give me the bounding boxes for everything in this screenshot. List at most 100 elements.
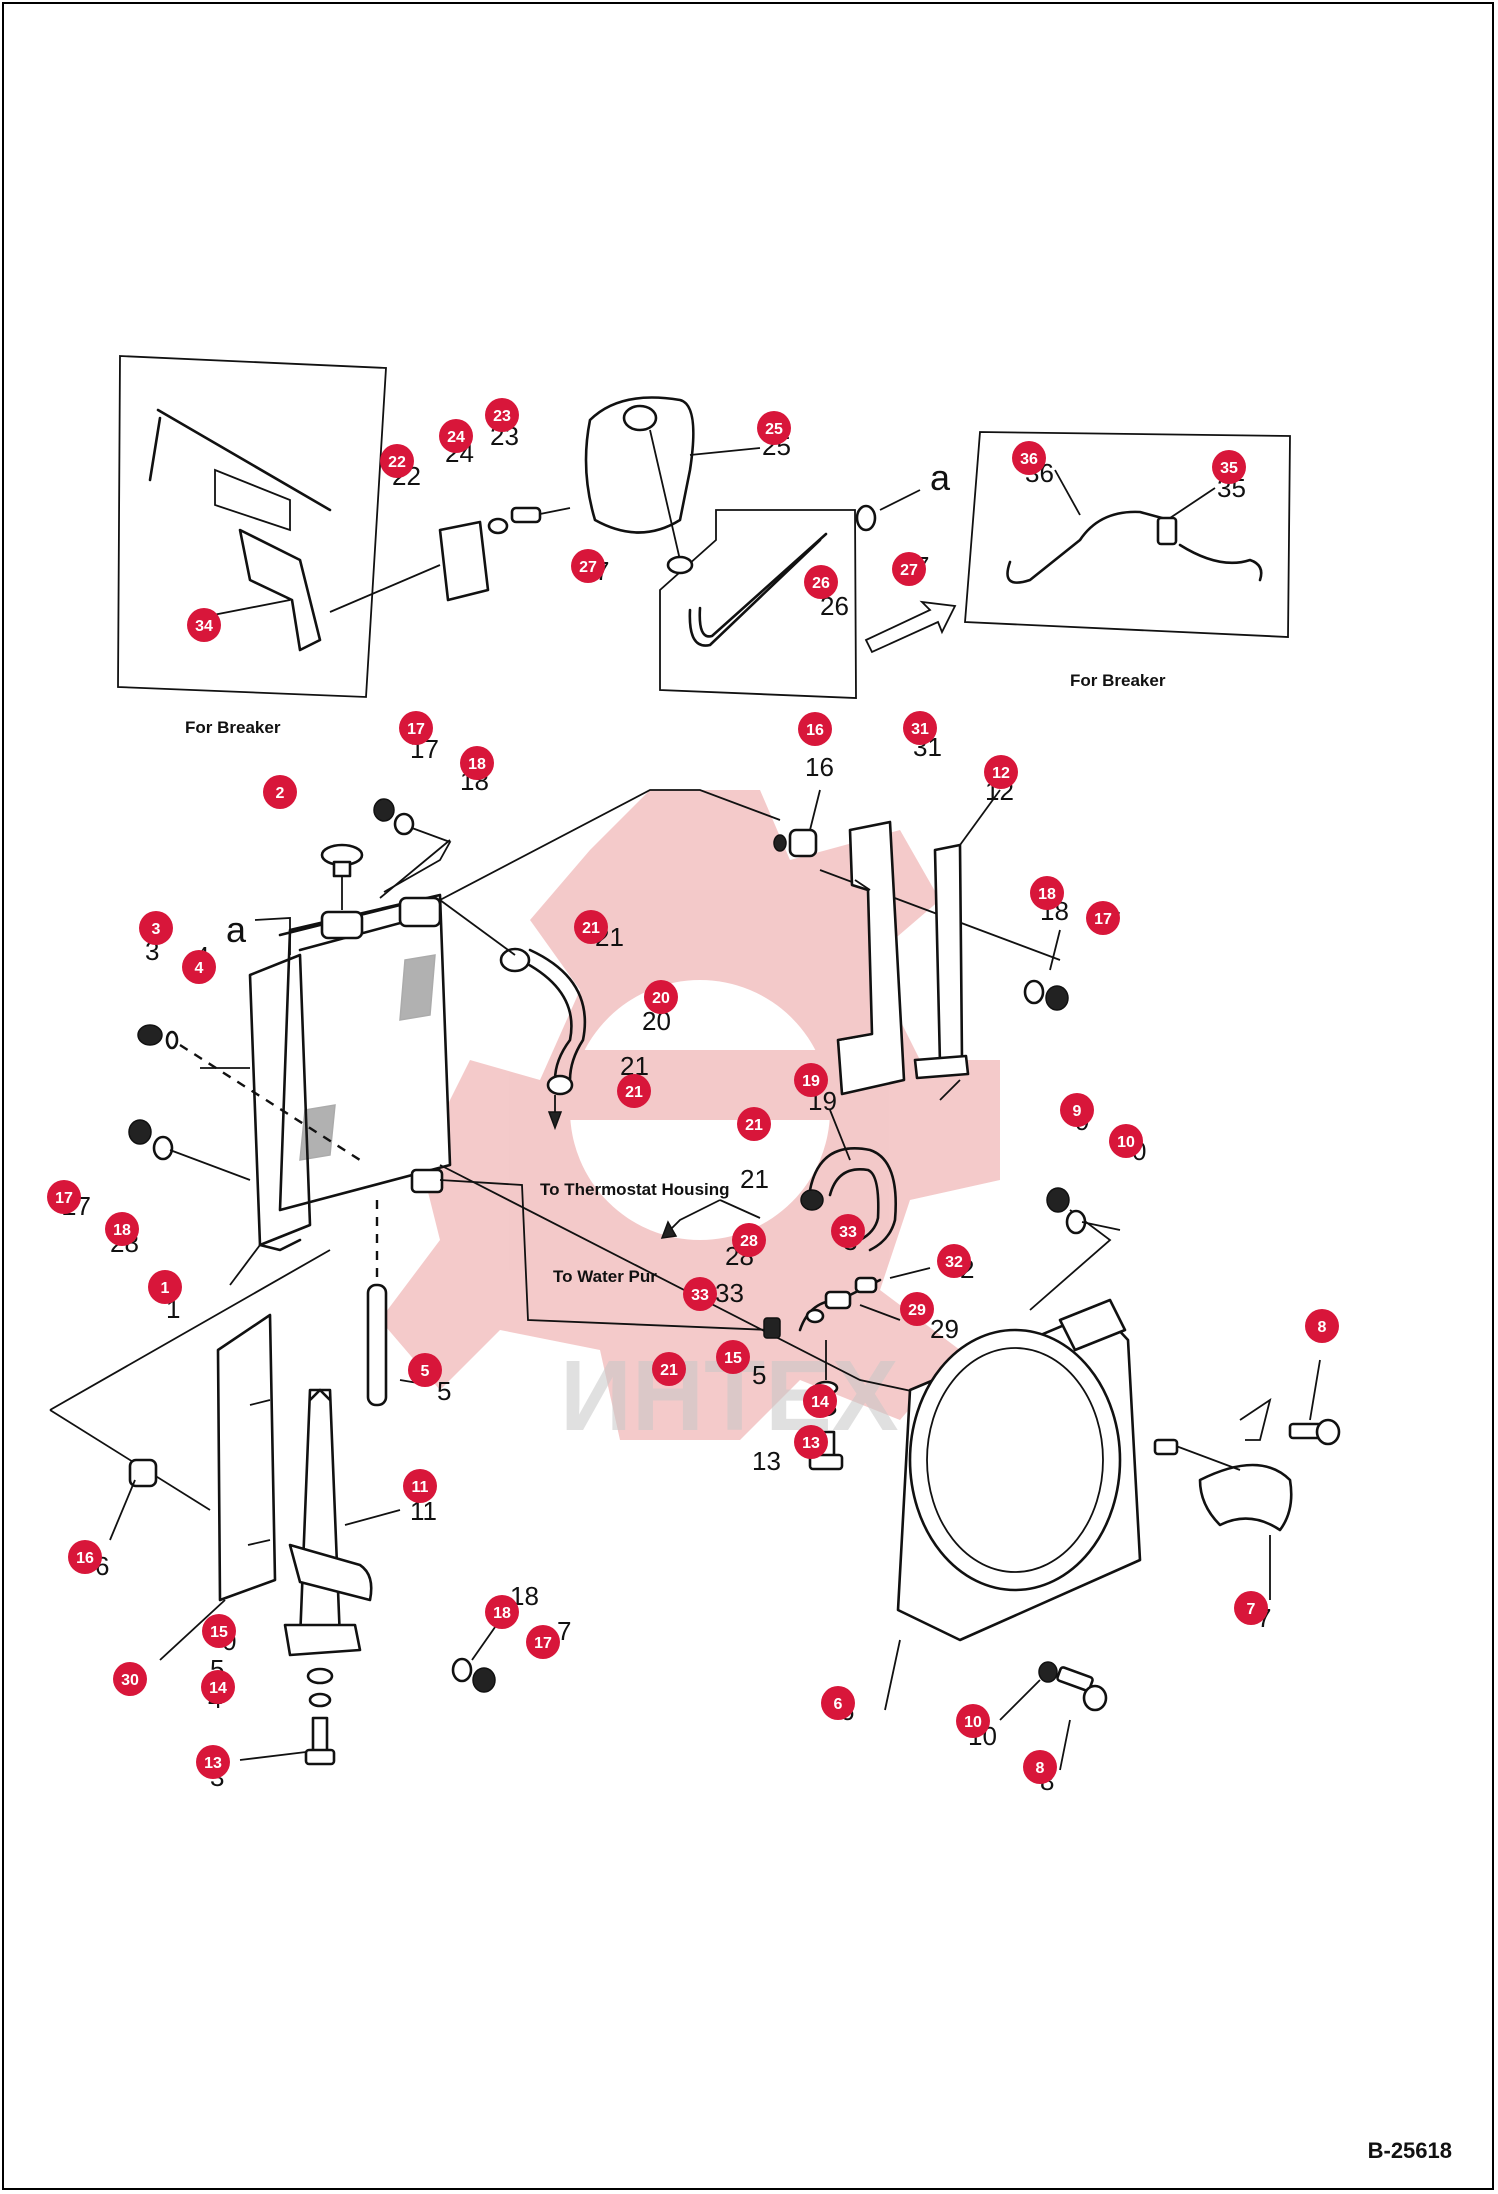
callout-circle[interactable] [1212, 450, 1246, 484]
callout-33[interactable]: 33 [831, 1214, 865, 1248]
callout-circle[interactable] [804, 565, 838, 599]
callout-circle[interactable] [1023, 1750, 1057, 1784]
callout-circle[interactable] [757, 411, 791, 445]
callout-17[interactable]: 17 [526, 1625, 560, 1659]
callout-13[interactable]: 13 [196, 1745, 230, 1779]
callout-36[interactable]: 36 [1012, 441, 1046, 475]
callout-circle[interactable] [263, 775, 297, 809]
callout-circle[interactable] [831, 1214, 865, 1248]
callout-circle[interactable] [1060, 1093, 1094, 1127]
callout-35[interactable]: 35 [1212, 450, 1246, 484]
callout-circle[interactable] [903, 711, 937, 745]
callout-16[interactable]: 16 [798, 712, 832, 746]
callout-19[interactable]: 19 [794, 1063, 828, 1097]
callout-circle[interactable] [571, 549, 605, 583]
callout-circle[interactable] [737, 1107, 771, 1141]
callout-circle[interactable] [439, 419, 473, 453]
callout-circle[interactable] [574, 910, 608, 944]
callout-circle[interactable] [732, 1223, 766, 1257]
callout-4[interactable]: 4 [182, 950, 216, 984]
callout-18[interactable]: 18 [460, 746, 494, 780]
callout-circle[interactable] [380, 444, 414, 478]
callout-circle[interactable] [68, 1540, 102, 1574]
callout-circle[interactable] [803, 1384, 837, 1418]
callout-33[interactable]: 33 [683, 1277, 717, 1311]
callout-32[interactable]: 32 [937, 1244, 971, 1278]
callout-21[interactable]: 21 [737, 1107, 771, 1141]
callout-23[interactable]: 23 [485, 398, 519, 432]
callout-17[interactable]: 17 [47, 1180, 81, 1214]
callout-circle[interactable] [683, 1277, 717, 1311]
callout-27[interactable]: 27 [571, 549, 605, 583]
callout-2[interactable]: 2 [263, 775, 297, 809]
callout-30[interactable]: 30 [113, 1662, 147, 1696]
callout-17[interactable]: 17 [1086, 901, 1120, 935]
callout-21[interactable]: 21 [617, 1074, 651, 1108]
callout-circle[interactable] [187, 608, 221, 642]
callout-13[interactable]: 13 [794, 1425, 828, 1459]
callout-circle[interactable] [821, 1686, 855, 1720]
callout-11[interactable]: 11 [403, 1469, 437, 1503]
callout-20[interactable]: 20 [644, 980, 678, 1014]
callout-circle[interactable] [984, 755, 1018, 789]
callout-circle[interactable] [1109, 1124, 1143, 1158]
callout-circle[interactable] [113, 1662, 147, 1696]
callout-circle[interactable] [485, 1595, 519, 1629]
callout-31[interactable]: 31 [903, 711, 937, 745]
callout-10[interactable]: 10 [956, 1704, 990, 1738]
callout-15[interactable]: 15 [716, 1340, 750, 1374]
callout-circle[interactable] [105, 1212, 139, 1246]
callout-circle[interactable] [526, 1625, 560, 1659]
callout-circle[interactable] [399, 711, 433, 745]
callout-circle[interactable] [485, 398, 519, 432]
callout-circle[interactable] [1234, 1591, 1268, 1625]
callout-24[interactable]: 24 [439, 419, 473, 453]
callout-10[interactable]: 10 [1109, 1124, 1143, 1158]
callout-17[interactable]: 17 [399, 711, 433, 745]
callout-27[interactable]: 27 [892, 552, 926, 586]
callout-circle[interactable] [617, 1074, 651, 1108]
callout-7[interactable]: 7 [1234, 1591, 1268, 1625]
callout-25[interactable]: 25 [757, 411, 791, 445]
callout-22[interactable]: 22 [380, 444, 414, 478]
callout-circle[interactable] [1012, 441, 1046, 475]
callout-circle[interactable] [644, 980, 678, 1014]
callout-circle[interactable] [652, 1352, 686, 1386]
callout-8[interactable]: 8 [1023, 1750, 1057, 1784]
callout-12[interactable]: 12 [984, 755, 1018, 789]
callout-circle[interactable] [798, 712, 832, 746]
callout-9[interactable]: 9 [1060, 1093, 1094, 1127]
callout-14[interactable]: 14 [201, 1670, 235, 1704]
callout-circle[interactable] [892, 552, 926, 586]
callout-circle[interactable] [408, 1353, 442, 1387]
callout-circle[interactable] [47, 1180, 81, 1214]
callout-circle[interactable] [1305, 1309, 1339, 1343]
callout-circle[interactable] [1030, 876, 1064, 910]
callout-14[interactable]: 14 [803, 1384, 837, 1418]
callout-21[interactable]: 21 [574, 910, 608, 944]
callout-circle[interactable] [403, 1469, 437, 1503]
callout-18[interactable]: 18 [1030, 876, 1064, 910]
callout-8[interactable]: 8 [1305, 1309, 1339, 1343]
callout-circle[interactable] [716, 1340, 750, 1374]
callout-29[interactable]: 29 [900, 1292, 934, 1326]
callout-34[interactable]: 34 [187, 608, 221, 642]
callout-28[interactable]: 28 [732, 1223, 766, 1257]
callout-circle[interactable] [794, 1063, 828, 1097]
callout-circle[interactable] [1086, 901, 1120, 935]
callout-circle[interactable] [139, 911, 173, 945]
callout-16[interactable]: 16 [68, 1540, 102, 1574]
callout-3[interactable]: 3 [139, 911, 173, 945]
callout-circle[interactable] [937, 1244, 971, 1278]
callout-circle[interactable] [148, 1270, 182, 1304]
callout-circle[interactable] [900, 1292, 934, 1326]
callout-18[interactable]: 18 [485, 1595, 519, 1629]
callout-circle[interactable] [202, 1614, 236, 1648]
callout-21[interactable]: 21 [652, 1352, 686, 1386]
callout-circle[interactable] [794, 1425, 828, 1459]
callout-6[interactable]: 6 [821, 1686, 855, 1720]
callout-15[interactable]: 15 [202, 1614, 236, 1648]
callout-circle[interactable] [182, 950, 216, 984]
callout-1[interactable]: 1 [148, 1270, 182, 1304]
callout-18[interactable]: 18 [105, 1212, 139, 1246]
